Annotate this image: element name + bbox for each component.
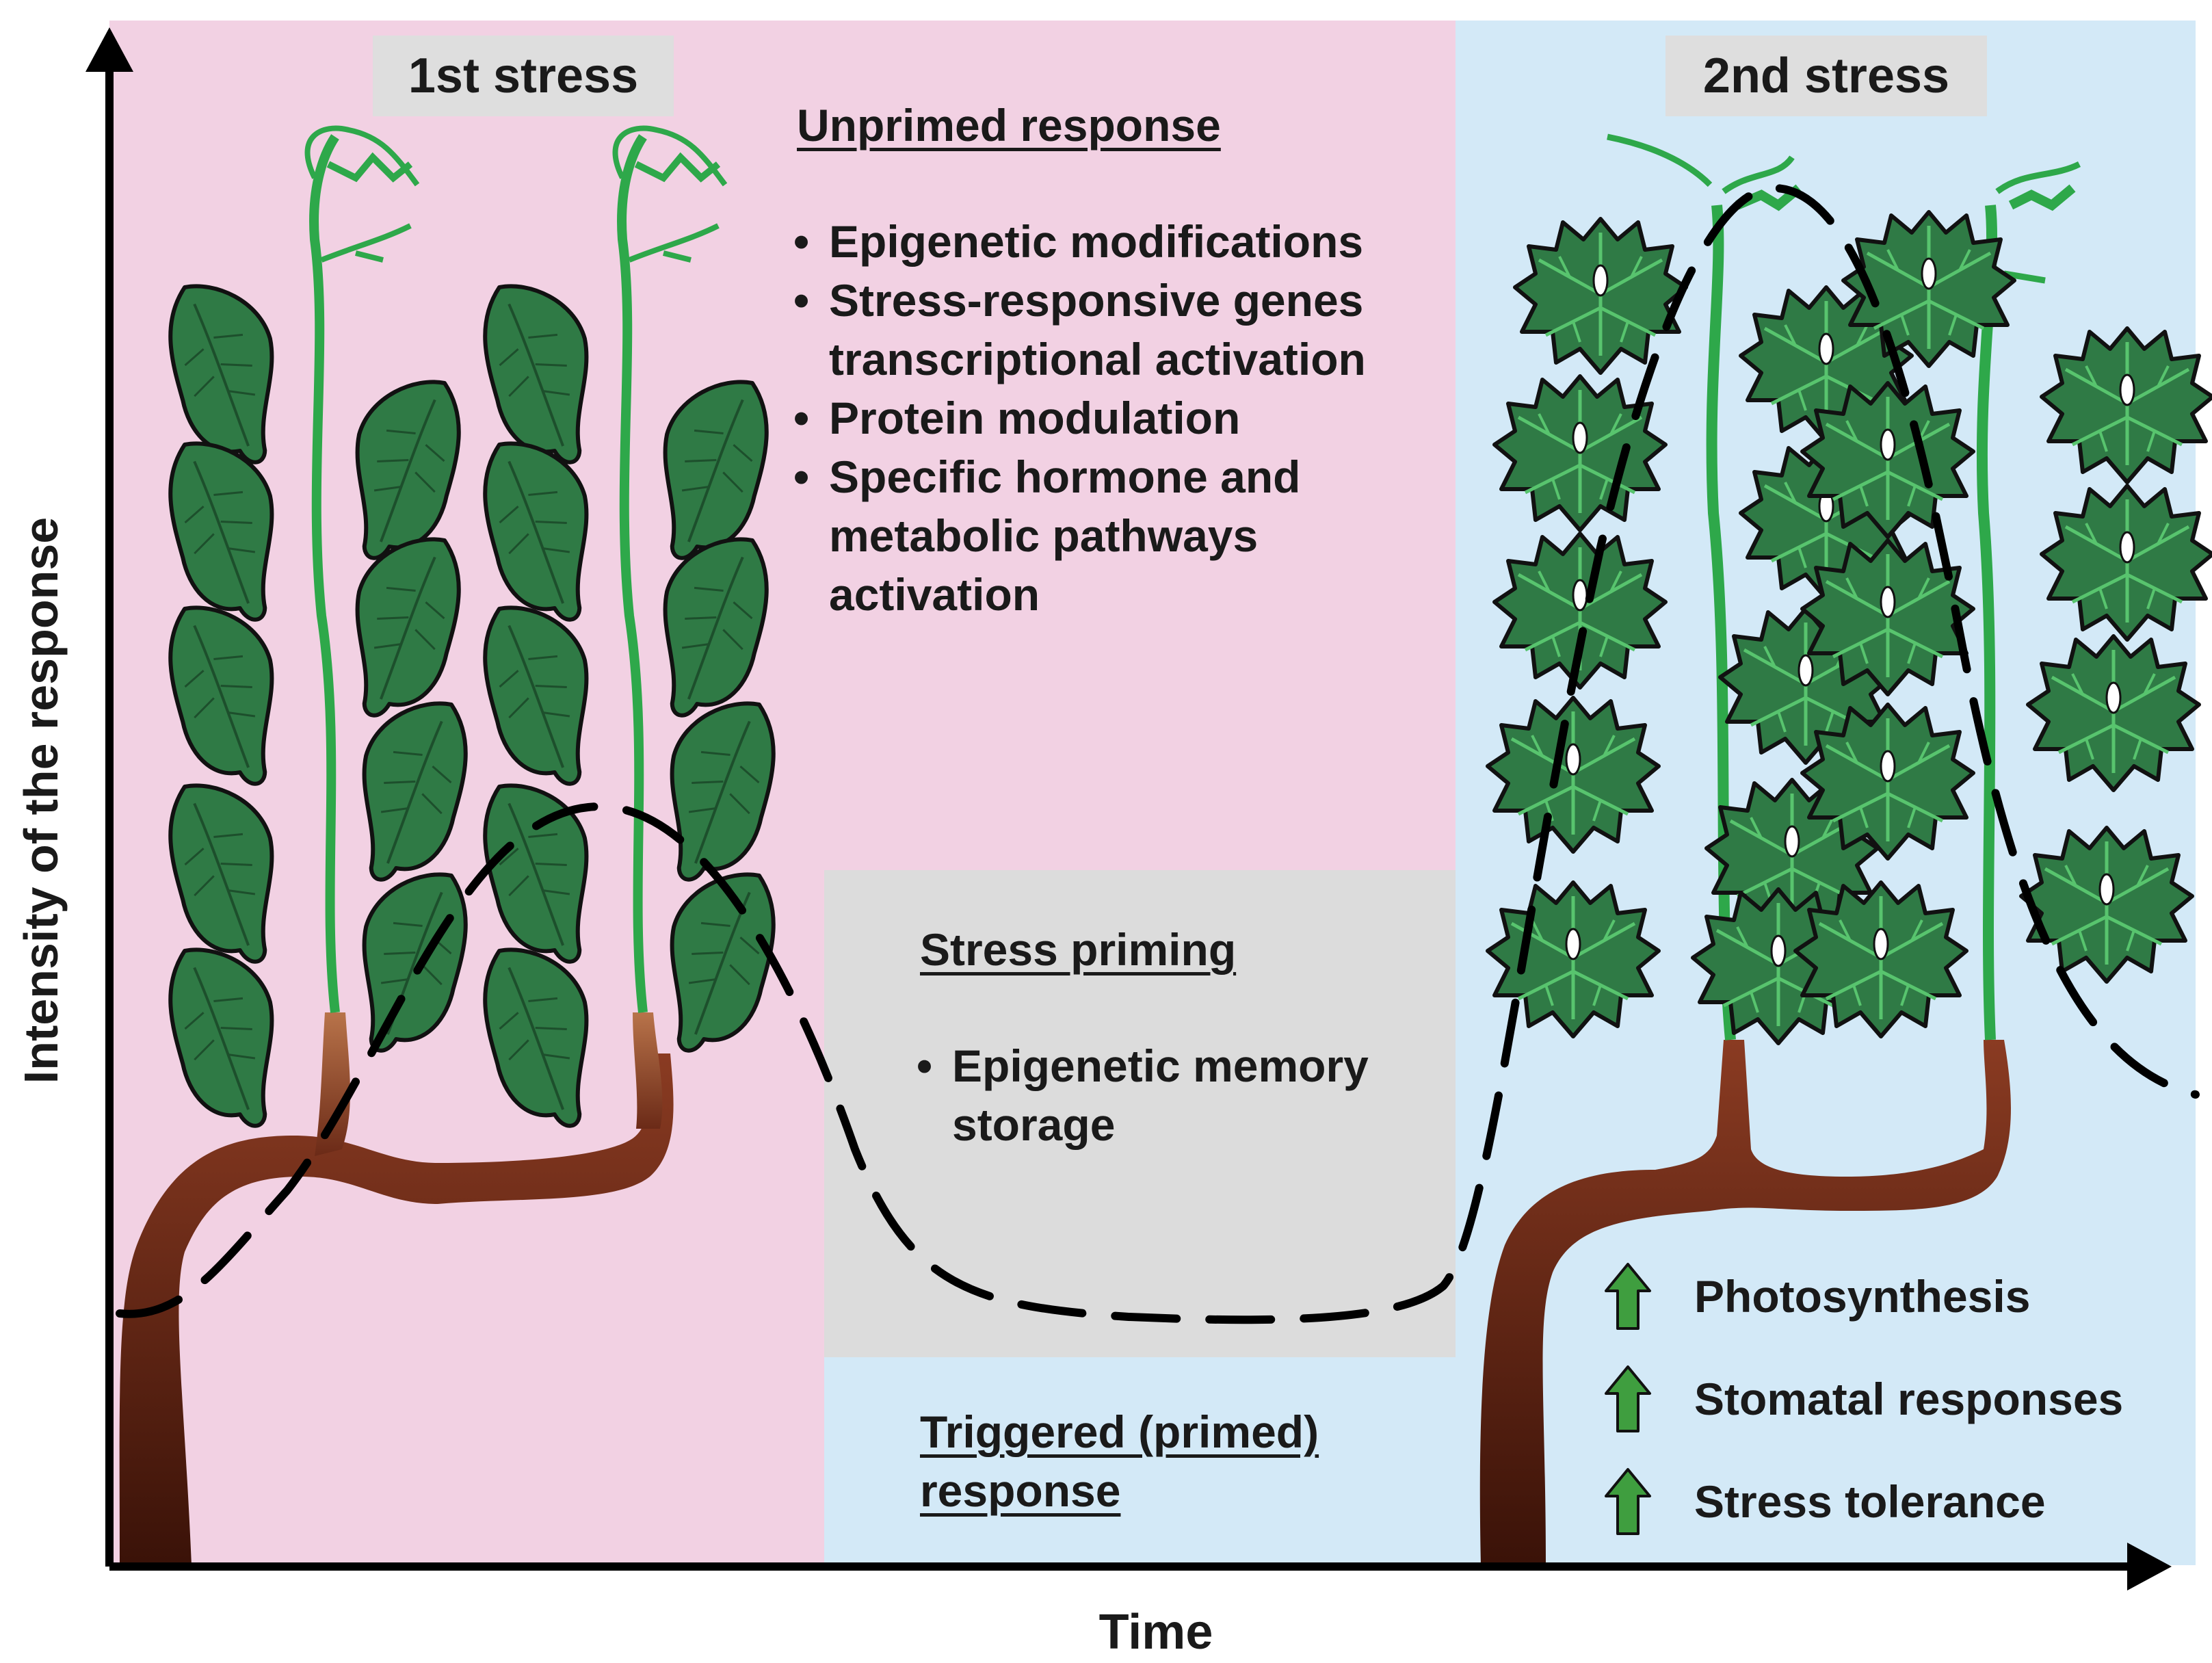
benefit-label: Stomatal responses	[1694, 1374, 2124, 1424]
y-axis-label: Intensity of the response	[14, 516, 68, 1084]
unprimed-response-title: Unprimed response	[797, 100, 1221, 150]
stress-priming-list: Epigenetic memory storage	[917, 1036, 1369, 1154]
first-stress-vine-right	[456, 125, 803, 1128]
unprimed-item: Specific hormone and metabolic pathways …	[793, 447, 1366, 624]
up-arrow-icon	[1605, 1365, 1651, 1432]
unprimed-item: Stress-responsive genes transcriptional …	[793, 271, 1366, 389]
second-stress-label: 2nd stress	[1665, 36, 1987, 116]
x-axis-label: Time	[1098, 1605, 1213, 1660]
stress-priming-title: Stress priming	[920, 924, 1237, 975]
benefit-tolerance: Stress tolerance	[1604, 1467, 2046, 1536]
benefit-label: Photosynthesis	[1694, 1271, 2031, 1322]
response-curve	[116, 183, 2200, 1324]
unprimed-response-list: Epigenetic modifications Stress-responsi…	[793, 212, 1366, 624]
benefit-photosynthesis: Photosynthesis	[1604, 1262, 2030, 1331]
up-arrow-icon	[1605, 1263, 1651, 1330]
triggered-response-region	[824, 1357, 1456, 1565]
priming-item: Epigenetic memory storage	[917, 1036, 1369, 1154]
first-vine-stump-1	[315, 1012, 350, 1156]
second-vine-trunk	[1479, 1040, 2011, 1565]
first-vine-stump-2	[633, 1012, 663, 1129]
unprimed-item: Epigenetic modifications	[793, 212, 1366, 271]
unprimed-item: Protein modulation	[793, 389, 1366, 447]
benefit-label: Stress tolerance	[1694, 1476, 2046, 1527]
first-stress-label: 1st stress	[373, 36, 674, 116]
axes	[85, 27, 2172, 1590]
benefit-stomatal: Stomatal responses	[1604, 1365, 2123, 1433]
first-vine-trunk	[119, 1053, 674, 1565]
triggered-response-title: Triggered (primed) response	[920, 1406, 1319, 1516]
first-stress-vine-left	[142, 125, 495, 1128]
up-arrow-icon	[1605, 1468, 1651, 1535]
second-stress-vine-right	[1795, 161, 2212, 1040]
